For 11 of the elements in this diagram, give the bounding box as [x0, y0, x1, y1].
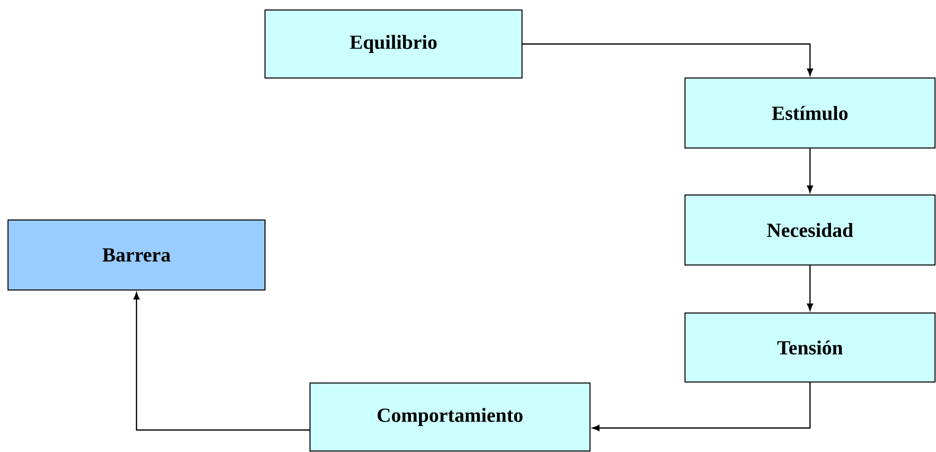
process-box: Necesidad	[684, 194, 936, 266]
arrow	[592, 382, 811, 432]
arrow	[522, 43, 814, 76]
arrow	[806, 266, 814, 311]
arrow	[806, 148, 814, 193]
process-box: Tensión	[684, 312, 936, 382]
process-box: Comportamiento	[310, 382, 590, 452]
process-box: Equilibrio	[264, 10, 522, 78]
arrow	[133, 292, 310, 431]
process-box: Estímulo	[684, 78, 936, 148]
process-box: Barrera	[8, 220, 266, 290]
